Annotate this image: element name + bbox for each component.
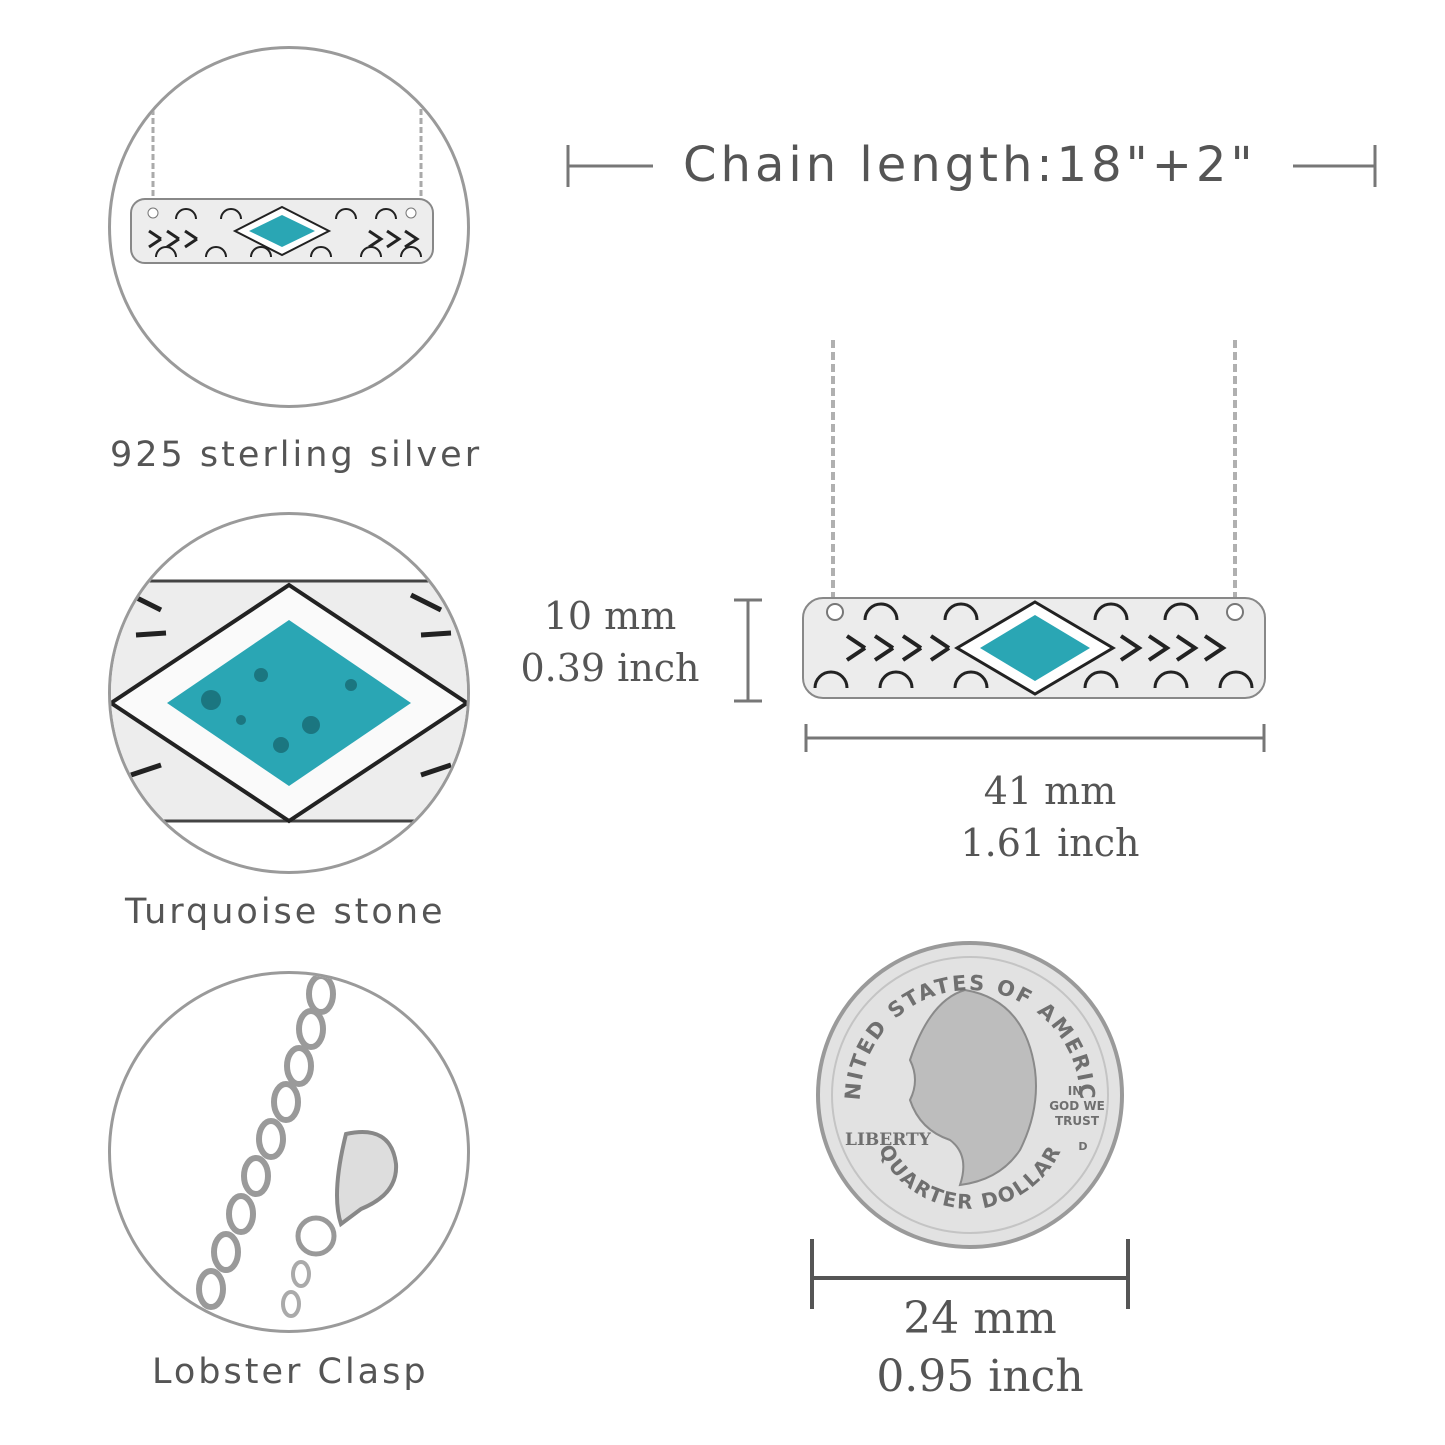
pendant-closeup-icon (130, 109, 434, 264)
coin-motto-1: IN (1068, 1084, 1083, 1098)
width-dimension-line-icon (804, 724, 1266, 752)
turquoise-closeup-icon (111, 579, 467, 824)
coin-motto-3: TRUST (1055, 1114, 1100, 1128)
quarter-coin: UNITED STATES OF AMERICA QUARTER DOLLAR … (815, 940, 1125, 1250)
coin-liberty-text: LIBERTY (845, 1130, 932, 1150)
width-mm: 41 mm (983, 769, 1117, 813)
feature-label-turquoise: Turquoise stone (125, 892, 446, 932)
feature-label-sterling-silver: 925 sterling silver (110, 435, 483, 475)
width-inch: 1.61 inch (960, 821, 1140, 865)
sterling-silver-circle (108, 46, 470, 408)
chain-length-indicator-icon (566, 145, 1377, 187)
coin-icon: UNITED STATES OF AMERICA QUARTER DOLLAR … (815, 940, 1124, 1249)
height-mm: 10 mm (543, 594, 677, 638)
height-dimension-text: 10 mm 0.39 inch (510, 590, 710, 694)
coin-dimension-text: 24 mm 0.95 inch (855, 1290, 1105, 1406)
lobster-clasp-circle (108, 971, 470, 1333)
chain-length-header: Chain length:18"+2" (565, 135, 1380, 195)
turquoise-circle (108, 512, 470, 874)
chain-length-label: Chain length:18"+2" (683, 137, 1257, 193)
lobster-clasp-icon (196, 974, 399, 1318)
width-dimension-text: 41 mm 1.61 inch (935, 765, 1165, 869)
feature-label-lobster-clasp: Lobster Clasp (152, 1352, 429, 1392)
main-pendant-icon (802, 340, 1266, 699)
coin-mint-mark: D (1078, 1140, 1087, 1153)
height-inch: 0.39 inch (520, 646, 700, 690)
coin-diameter-inch: 0.95 inch (876, 1351, 1084, 1402)
coin-dimension-line-icon (810, 1239, 1130, 1309)
coin-diameter-mm: 24 mm (903, 1293, 1057, 1344)
coin-motto-2: GOD WE (1049, 1099, 1105, 1113)
height-dimension-line-icon (734, 598, 762, 703)
